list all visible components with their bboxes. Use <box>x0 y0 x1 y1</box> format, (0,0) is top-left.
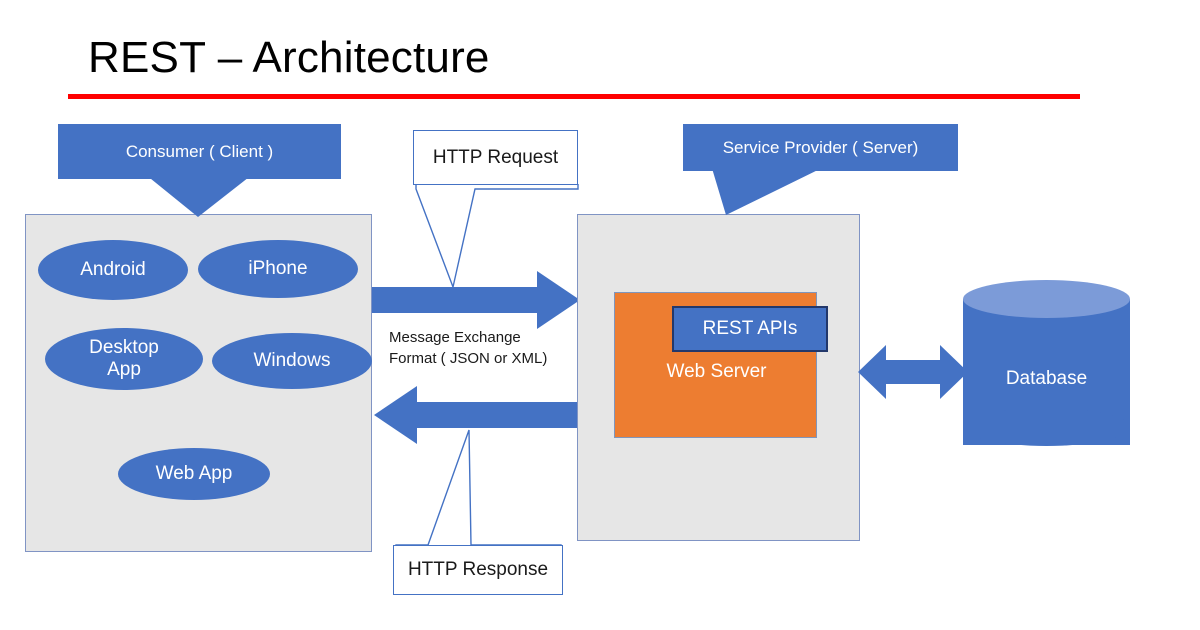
service-provider-callout-label: Service Provider ( Server) <box>722 137 919 157</box>
consumer-callout-label: Consumer ( Client ) <box>125 141 274 161</box>
consumer-callout-tail <box>140 170 258 217</box>
server-database-arrow-bidirectional <box>858 345 968 399</box>
title-underline-rule <box>68 94 1080 99</box>
database-bottom-ellipse <box>963 408 1130 446</box>
client-device-label: Desktop App <box>89 337 159 380</box>
client-device-label: Android <box>80 259 146 280</box>
client-device-windows: Windows <box>212 333 372 389</box>
response-arrow-left <box>374 386 582 444</box>
database-top-ellipse <box>963 280 1130 318</box>
http-request-callout-tail <box>415 184 579 290</box>
service-provider-callout-tail <box>711 165 828 215</box>
database-label: Database <box>1005 368 1088 389</box>
rest-apis-box: REST APIs <box>672 306 828 352</box>
client-device-android: Android <box>38 240 188 300</box>
message-format-line-1: Message Exchange <box>389 329 521 346</box>
page-title: REST – Architecture <box>88 33 490 82</box>
http-response-label: HTTP Response <box>407 559 549 580</box>
client-device-label: Windows <box>253 350 331 371</box>
message-format-line-2: Format ( JSON or XML) <box>389 350 548 367</box>
client-device-desktop-app: Desktop App <box>45 328 203 390</box>
client-device-label: Web App <box>155 463 233 484</box>
consumer-callout: Consumer ( Client ) <box>58 124 341 179</box>
database-cylinder: Database <box>963 280 1130 464</box>
request-arrow-right <box>372 271 580 329</box>
rest-apis-label: REST APIs <box>702 318 798 339</box>
message-exchange-format-text: Message Exchange Format ( JSON or XML) <box>389 327 579 369</box>
client-device-web-app: Web App <box>118 448 270 500</box>
http-response-callout-tail <box>395 429 562 547</box>
web-server-box: REST APIs Web Server <box>614 292 828 438</box>
http-request-callout: HTTP Request <box>413 130 578 185</box>
client-device-iphone: iPhone <box>198 240 358 298</box>
http-response-callout: HTTP Response <box>393 545 563 595</box>
http-request-label: HTTP Request <box>432 146 559 168</box>
service-provider-callout: Service Provider ( Server) <box>683 124 958 171</box>
client-device-label: iPhone <box>248 258 308 279</box>
web-server-label: Web Server <box>666 361 767 382</box>
